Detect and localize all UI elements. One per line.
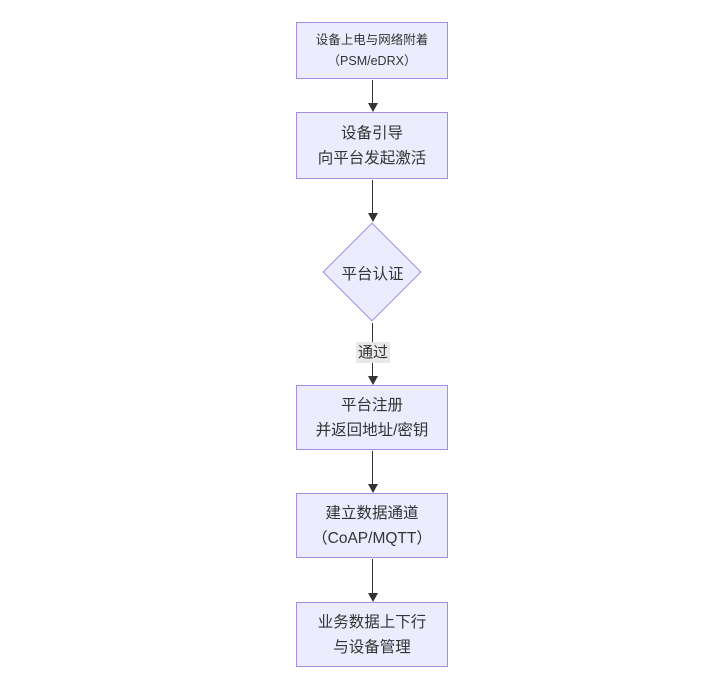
- node-register: 平台注册 并返回地址/密钥: [296, 385, 448, 450]
- node-register-line1: 平台注册: [340, 396, 403, 414]
- edge-bootstrap-to-auth: [372, 180, 373, 214]
- node-platform-auth-label: 平台认证: [341, 265, 404, 283]
- node-bootstrap-line1: 设备引导: [340, 124, 403, 142]
- node-power-attach-line2: （PSM/eDRX）: [327, 53, 417, 68]
- node-business-line1: 业务数据上下行: [317, 613, 427, 631]
- node-register-line2: 并返回地址/密钥: [315, 421, 429, 439]
- arrow-down-icon: [368, 103, 378, 112]
- node-bootstrap-line2: 向平台发起激活: [317, 149, 427, 167]
- edge-channel-to-business: [372, 559, 373, 594]
- node-business: 业务数据上下行 与设备管理: [296, 602, 448, 667]
- node-platform-auth: 平台认证: [322, 222, 423, 323]
- node-business-line2: 与设备管理: [333, 638, 411, 656]
- node-power-attach-line1: 设备上电与网络附着: [315, 32, 429, 47]
- arrow-down-icon: [368, 376, 378, 385]
- edge-label-pass: 通过: [355, 342, 391, 363]
- node-data-channel-line1: 建立数据通道: [325, 504, 419, 522]
- node-power-attach: 设备上电与网络附着 （PSM/eDRX）: [296, 22, 448, 79]
- arrow-down-icon: [368, 213, 378, 222]
- arrow-down-icon: [368, 484, 378, 493]
- node-data-channel: 建立数据通道 （CoAP/MQTT）: [296, 493, 448, 558]
- arrow-down-icon: [368, 593, 378, 602]
- edge-register-to-channel: [372, 451, 373, 485]
- edge-power-to-bootstrap: [372, 80, 373, 104]
- node-data-channel-line2: （CoAP/MQTT）: [312, 529, 432, 547]
- node-bootstrap: 设备引导 向平台发起激活: [296, 112, 448, 179]
